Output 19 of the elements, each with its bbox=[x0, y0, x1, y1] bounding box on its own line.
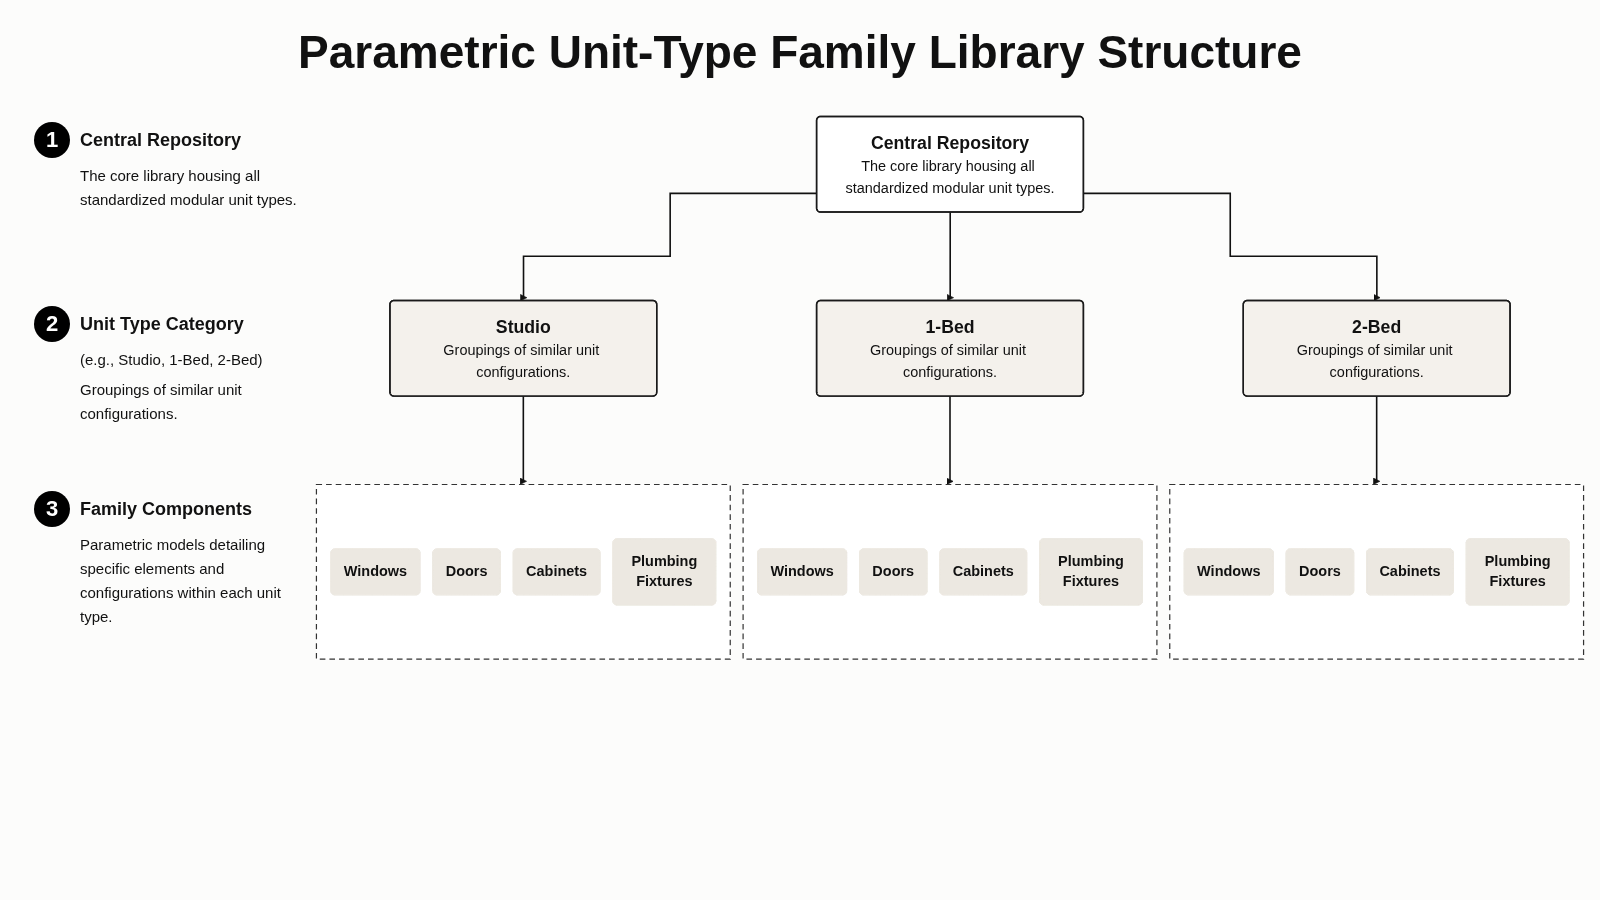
arrow bbox=[1373, 395, 1381, 485]
step-description: (e.g., Studio, 1-Bed, 2-Bed) bbox=[80, 350, 264, 370]
step-description: The core library housing all standardized modular unit types. bbox=[80, 166, 298, 210]
step-heading: Unit Type Category bbox=[80, 313, 244, 335]
cluster bbox=[1169, 483, 1585, 660]
arrow bbox=[519, 395, 527, 485]
cluster bbox=[315, 483, 731, 660]
step-number: 3 bbox=[34, 491, 70, 527]
step-heading: Family Components bbox=[80, 498, 253, 520]
arrow bbox=[946, 211, 954, 302]
diagram-title: Parametric Unit-Type Family Library Structure bbox=[297, 25, 1303, 80]
step-description: Parametric models detailing specific elements and configurations within each unit type. bbox=[80, 535, 282, 627]
step-number: 1 bbox=[34, 122, 70, 158]
step-number: 2 bbox=[34, 306, 70, 342]
cluster bbox=[742, 483, 1158, 660]
arrow bbox=[946, 395, 954, 485]
step-description: Groupings of similar unit configurations. bbox=[80, 380, 243, 424]
step-heading: Central Repository bbox=[80, 129, 242, 151]
arrow bbox=[1083, 192, 1381, 302]
